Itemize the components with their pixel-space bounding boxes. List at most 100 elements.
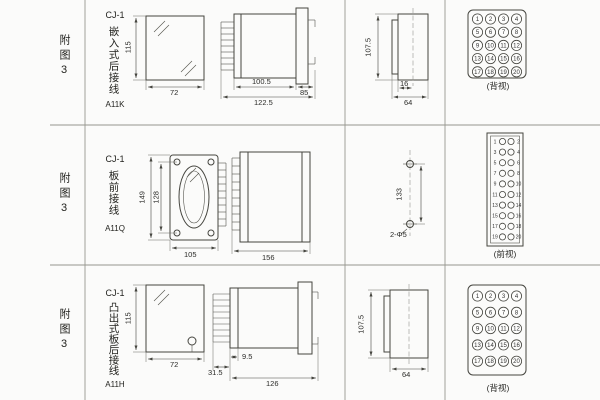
r2-hole-dim-view (400, 150, 425, 236)
svg-text:10: 10 (487, 327, 494, 333)
svg-text:3: 3 (494, 150, 497, 156)
svg-text:15: 15 (492, 214, 498, 220)
r3-dim-pin-total: 31.5 (208, 368, 223, 377)
svg-text:11: 11 (492, 192, 497, 198)
svg-text:14: 14 (516, 203, 522, 209)
r1-dim-total-depth: 122.5 (254, 98, 273, 107)
svg-text:12: 12 (513, 327, 520, 333)
mount-label-row1: 嵌入式后接线 (107, 26, 120, 95)
svg-text:9: 9 (494, 182, 497, 188)
svg-text:7: 7 (502, 310, 506, 316)
svg-text:15: 15 (500, 57, 507, 63)
svg-text:2: 2 (489, 17, 493, 23)
fig-label-row1: 附图3 (58, 34, 70, 80)
svg-text:17: 17 (492, 224, 498, 230)
r2-dim-inner-height: 128 (151, 191, 161, 204)
r2-dim-hole-spacing: 133 (394, 188, 404, 201)
svg-text:3: 3 (502, 294, 506, 300)
svg-text:17: 17 (474, 359, 481, 365)
svg-text:20: 20 (513, 70, 520, 76)
svg-text:6: 6 (517, 161, 520, 167)
r1-dim-profile-width: 64 (404, 98, 413, 107)
svg-text:16: 16 (516, 214, 522, 220)
code-label-row1: A11K (105, 100, 125, 109)
svg-text:12: 12 (516, 192, 522, 198)
r2-front-view (148, 154, 227, 251)
svg-text:13: 13 (492, 203, 498, 209)
mount-label-row2: 板前接线 (107, 170, 120, 216)
svg-text:19: 19 (492, 235, 498, 241)
svg-text:18: 18 (516, 224, 522, 230)
svg-text:4: 4 (517, 150, 520, 156)
r2-dim-body-depth: 156 (262, 253, 275, 262)
svg-text:10: 10 (516, 182, 522, 188)
svg-text:6: 6 (489, 310, 493, 316)
svg-text:4: 4 (515, 17, 519, 23)
svg-text:5: 5 (476, 30, 480, 36)
svg-text:16: 16 (513, 343, 520, 349)
r1-side-view (220, 7, 316, 99)
svg-text:11: 11 (500, 43, 507, 49)
r1-dim-front-height: 115 (123, 41, 133, 54)
model-label-row3: CJ-1 (105, 288, 125, 298)
r1-dim-profile-height: 107.5 (363, 37, 373, 57)
svg-text:19: 19 (500, 70, 507, 76)
svg-text:20: 20 (516, 235, 522, 241)
r2-dim-front-height: 149 (137, 191, 147, 204)
svg-text:1: 1 (476, 17, 480, 23)
r3-dim-profile-height: 107.5 (356, 314, 366, 334)
r2-side-view (231, 151, 311, 254)
model-label-row1: CJ-1 (105, 10, 125, 20)
svg-text:18: 18 (487, 70, 494, 76)
r1-dim-front-width: 72 (170, 88, 179, 97)
r3-dim-body-depth: 126 (266, 379, 279, 388)
svg-text:8: 8 (515, 30, 519, 36)
svg-text:5: 5 (476, 310, 480, 316)
r1-dim-body-depth: 100.5 (252, 77, 271, 86)
svg-text:2: 2 (489, 294, 493, 300)
r3-view-caption: (背视) (486, 383, 510, 393)
svg-text:2: 2 (517, 139, 520, 145)
svg-text:4: 4 (515, 294, 519, 300)
svg-text:12: 12 (513, 43, 520, 49)
mount-label-row3: 凸出式板后接线 (107, 302, 120, 376)
svg-text:13: 13 (474, 57, 481, 63)
model-label-row2: CJ-1 (105, 154, 125, 164)
table-grid (50, 0, 600, 400)
svg-text:13: 13 (474, 343, 481, 349)
svg-text:10: 10 (487, 43, 494, 49)
svg-text:18: 18 (487, 359, 494, 365)
fig-label-row2: 附图3 (58, 172, 70, 218)
svg-text:19: 19 (500, 359, 507, 365)
r1-front-view (133, 15, 205, 90)
code-label-row3: A11H (105, 380, 125, 389)
fig-label-row3: 附图3 (58, 308, 70, 354)
svg-text:9: 9 (476, 43, 480, 49)
r2-view-caption: (前视) (493, 249, 517, 259)
r3-dim-front-height: 115 (123, 312, 133, 325)
r3-dim-pin-length: 9.5 (242, 352, 253, 361)
svg-text:7: 7 (502, 30, 506, 36)
svg-text:9: 9 (476, 327, 480, 333)
r1-dim-flange-depth: 85 (300, 88, 309, 97)
svg-text:14: 14 (487, 57, 494, 63)
r3-side-view (212, 281, 319, 381)
r3-dim-front-width: 72 (170, 360, 179, 369)
r3-dim-profile-width: 64 (402, 370, 411, 379)
r1-dim-profile-step: 16 (400, 79, 409, 88)
r3-profile-view (368, 284, 429, 372)
code-label-row2: A11Q (105, 224, 125, 233)
r2-dim-hole-note: 2-Φ5 (390, 230, 407, 239)
svg-text:15: 15 (500, 343, 507, 349)
r1-view-caption: (背视) (486, 81, 510, 91)
svg-text:8: 8 (517, 171, 520, 177)
svg-text:7: 7 (494, 171, 497, 177)
svg-text:20: 20 (513, 359, 520, 365)
